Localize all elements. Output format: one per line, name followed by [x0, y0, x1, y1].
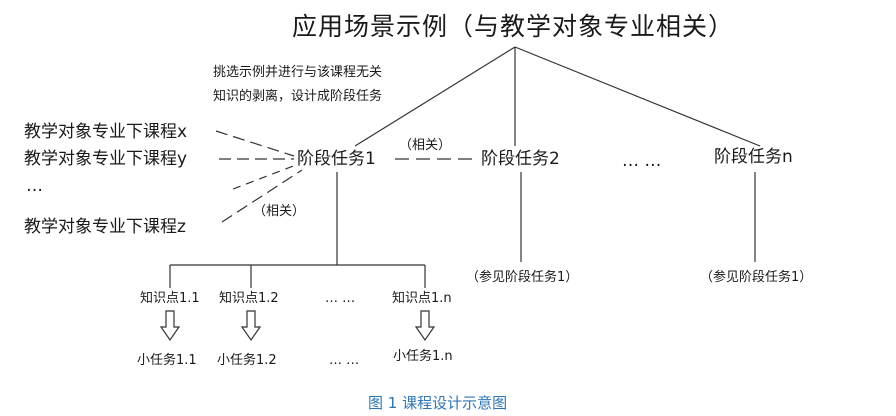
knowledge-point-1: 知识点1.1 [140, 291, 200, 306]
knowledge-point-n: 知识点1.n [392, 291, 452, 306]
subtask-2: 小任务1.2 [217, 353, 277, 368]
subtask-ellipsis: … … [329, 353, 360, 368]
stage-ellipsis: … … [622, 151, 662, 171]
stage-task-n: 阶段任务n [714, 147, 793, 167]
figure-caption: 图 1 课程设计示意图 [368, 394, 508, 412]
course-ellipsis: … [26, 176, 43, 196]
down-arrow-icon [414, 310, 436, 342]
subtask-n: 小任务1.n [393, 349, 453, 364]
edge-course-ellipsis-dashed [232, 164, 297, 190]
stage-task-1: 阶段任务1 [297, 149, 376, 169]
relation-label-course-z: （相关） [253, 204, 306, 219]
subtask-1: 小任务1.1 [137, 353, 197, 368]
course-y: 教学对象专业下课程y [24, 149, 188, 169]
course-z: 教学对象专业下课程z [24, 217, 186, 237]
stage2-reference: （参见阶段任务1） [466, 270, 579, 285]
note-line-1: 挑选示例并进行与该课程无关 [213, 65, 383, 80]
stagen-reference: （参见阶段任务1） [700, 270, 813, 285]
stage-task-2: 阶段任务2 [481, 149, 560, 169]
note-line-2: 知识的剥离，设计成阶段任务 [213, 89, 383, 104]
edge-title-to-stagen [514, 46, 761, 147]
knowledge-point-ellipsis: … … [325, 291, 356, 306]
relation-label-stages: （相关） [399, 138, 452, 153]
edge-course-z-dashed [221, 169, 303, 223]
down-arrow-icon [159, 310, 181, 342]
diagram-title: 应用场景示例（与教学对象专业相关） [292, 12, 735, 41]
edge-course-x-dashed [215, 130, 295, 157]
down-arrow-icon [240, 310, 262, 342]
course-x: 教学对象专业下课程x [24, 122, 188, 142]
edge-title-to-stage1 [354, 46, 516, 147]
knowledge-point-2: 知识点1.2 [219, 291, 279, 306]
